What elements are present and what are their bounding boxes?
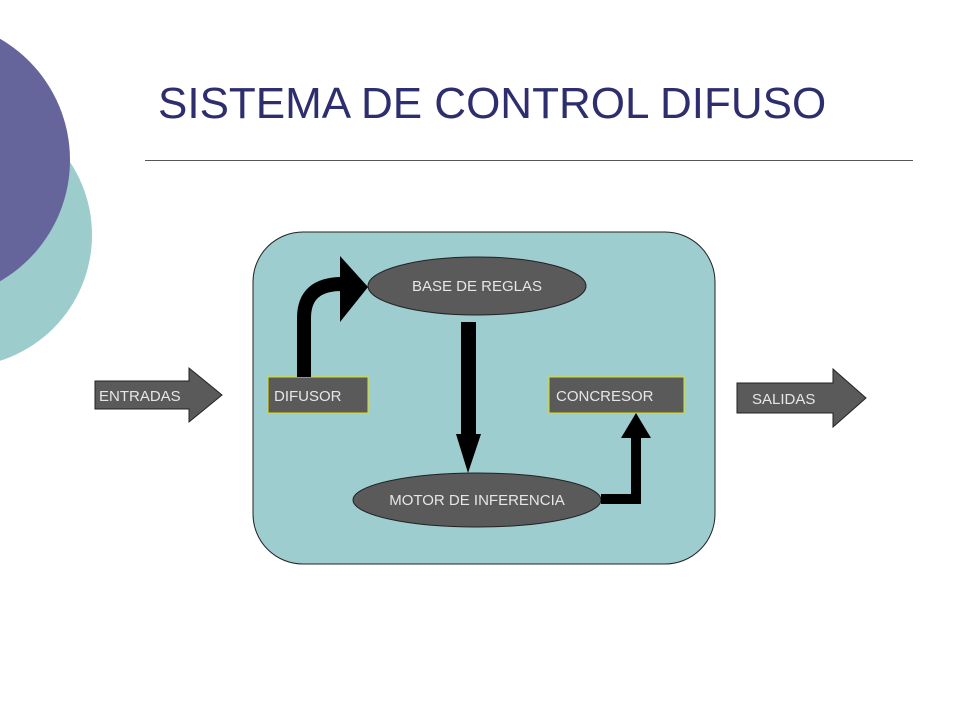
defuzzifier-box: CONCRESOR: [548, 376, 685, 414]
fuzzifier-to-rules-arrow: [297, 256, 368, 377]
inference-engine-label: MOTOR DE INFERENCIA: [389, 492, 565, 509]
inputs-label: ENTRADAS: [99, 388, 181, 405]
fuzzifier-box: DIFUSOR: [267, 376, 369, 414]
fuzzifier-label: DIFUSOR: [274, 388, 342, 405]
outputs-arrow: SALIDAS: [736, 367, 867, 429]
rules-to-inference-arrow: [456, 322, 481, 473]
system-panel: [252, 231, 716, 565]
inference-engine-node: MOTOR DE INFERENCIA: [352, 472, 602, 528]
rule-base-label: BASE DE REGLAS: [412, 278, 542, 295]
rule-base-node: BASE DE REGLAS: [367, 256, 587, 316]
title-divider: [145, 160, 913, 161]
defuzzifier-label: CONCRESOR: [556, 388, 654, 405]
outputs-label: SALIDAS: [752, 391, 815, 408]
inference-to-defuzzifier-arrow: [601, 413, 651, 504]
decor-purple-circle: [0, 38, 70, 282]
inputs-arrow: ENTRADAS: [94, 366, 223, 424]
slide-title: SISTEMA DE CONTROL DIFUSO: [158, 79, 827, 128]
